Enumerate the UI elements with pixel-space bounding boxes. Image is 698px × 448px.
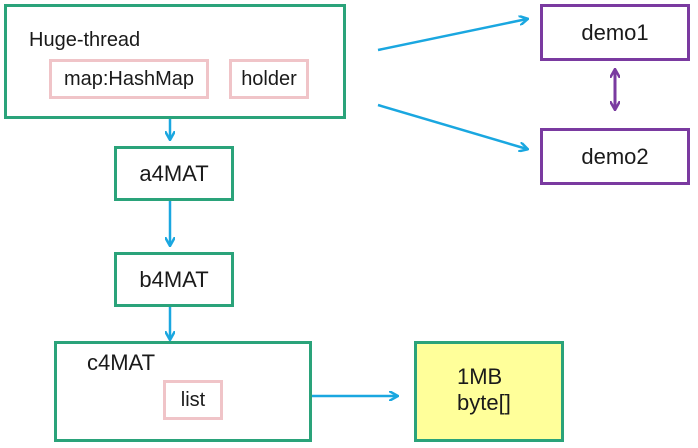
c4mat-title: c4MAT [87,350,156,375]
list-field-label: list [180,388,206,411]
arrow-thread-to-demo1 [377,19,527,52]
a4mat-box: a4MAT [114,146,234,201]
b4mat-box: b4MAT [114,252,234,307]
demo2-label: demo2 [581,143,649,169]
byte-array-size: 1MB [457,364,503,389]
byte-array-type: byte[] [457,390,511,415]
huge-thread-title: Huge-thread [29,29,141,51]
huge-thread-box: Huge-thread map:HashMap holder [4,4,346,119]
demo2-box: demo2 [540,128,690,185]
byte-array-box: 1MB byte[] [414,341,564,442]
c4mat-box: c4MAT list [54,341,312,442]
map-field-label: map:HashMap [63,67,195,90]
b4mat-label: b4MAT [139,266,209,292]
a4mat-label: a4MAT [139,160,209,186]
map-field: map:HashMap [49,59,209,99]
demo1-box: demo1 [540,4,690,61]
list-field: list [163,380,223,420]
holder-field-label: holder [241,67,297,90]
byte-array-text: 1MB byte[] [457,364,511,416]
holder-field: holder [229,59,309,99]
arrow-thread-to-demo2 [377,103,527,149]
demo1-label: demo1 [581,19,649,45]
